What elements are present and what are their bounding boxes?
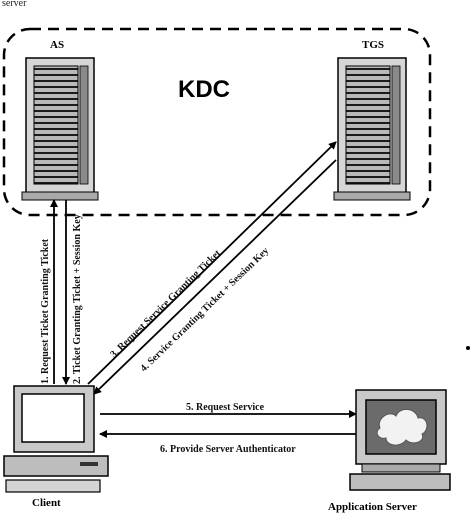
arrow-3 <box>87 141 337 385</box>
message-6-label: 6. Provide Server Authenticator <box>160 444 296 455</box>
kdc-label: KDC <box>178 76 230 103</box>
client-computer-icon <box>3 385 109 493</box>
stray-dot <box>466 346 470 350</box>
message-5-label: 5. Request Service <box>186 402 265 413</box>
application-server-icon <box>349 389 451 491</box>
arrow-4 <box>93 159 337 395</box>
client-label: Client <box>32 497 61 509</box>
tgs-server-icon <box>333 57 411 201</box>
message-1-label: 1. Request Ticket Granting Ticket <box>40 238 51 384</box>
app-server-label: Application Server <box>328 501 417 513</box>
kdc-boundary <box>2 27 432 217</box>
as-label: AS <box>50 39 64 51</box>
tgs-label: TGS <box>362 39 384 51</box>
header-fragment: server <box>2 0 27 9</box>
message-2-label: 2. Ticket Granting Ticket + Session Key <box>72 214 83 384</box>
as-server-icon <box>21 57 99 201</box>
